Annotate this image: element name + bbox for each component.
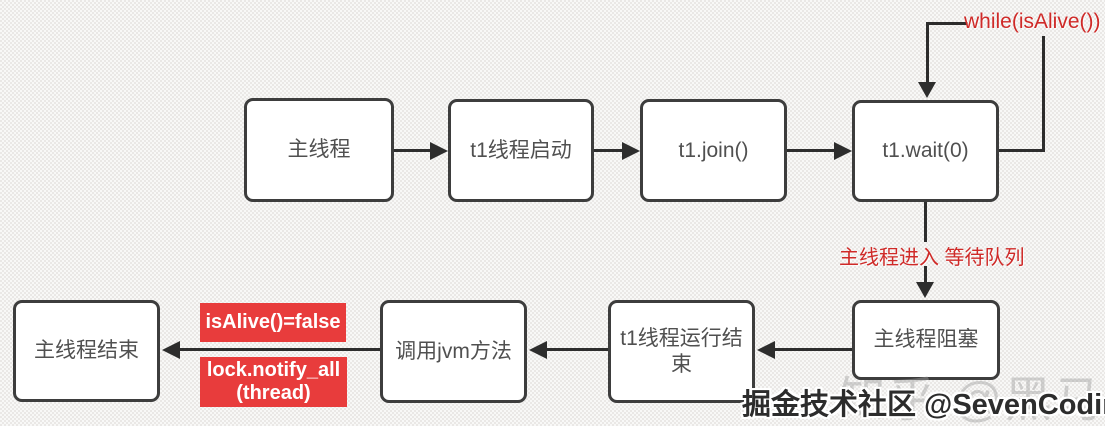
arrow-line-t1finished-to-jvm: [547, 348, 608, 351]
arrow-line-wait-to-blocked-upper: [924, 202, 927, 242]
loop-line-left: [926, 22, 929, 84]
node-main-thread-label: 主线程: [287, 138, 351, 161]
arrow-line-t1start-to-join: [594, 149, 624, 152]
arrow-line-wait-to-blocked-lower: [924, 266, 927, 283]
watermark-juejin-sevencoding: 掘金技术社区 @SevenCoding: [742, 389, 1105, 421]
watermark-zhihu: 知乎 @黑马程序员: [838, 374, 1105, 426]
arrowhead-down-icon: [918, 82, 936, 98]
arrowhead-right-icon: [430, 142, 448, 160]
node-t1-start: t1线程启动: [448, 99, 594, 202]
node-t1-wait-label: t1.wait(0): [882, 139, 969, 162]
loop-line-from-wait: [999, 149, 1045, 152]
node-call-jvm: 调用jvm方法: [380, 300, 527, 403]
arrow-line-blocked-to-t1finished: [775, 348, 852, 351]
badge-isalive-false-label: isAlive()=false: [205, 311, 341, 333]
node-main-end-label: 主线程结束: [34, 339, 139, 362]
loop-line-right: [1042, 36, 1045, 152]
arrowhead-down-icon: [916, 282, 934, 298]
loop-line-top: [926, 22, 968, 25]
badge-lock-notify-line2: (thread): [236, 382, 311, 404]
node-t1-join: t1.join(): [640, 99, 787, 202]
node-t1-start-label: t1线程启动: [470, 138, 572, 162]
enter-wait-queue-label: 主线程进入 等待队列: [839, 247, 1025, 269]
badge-lock-notify-line1: lock.notify_all: [206, 359, 341, 381]
arrowhead-right-icon: [834, 142, 852, 160]
loop-condition-label: while(isAlive()): [964, 10, 1101, 33]
badge-lock-notify-all: lock.notify_all (thread): [200, 357, 347, 407]
node-t1-join-label: t1.join(): [678, 138, 749, 162]
arrowhead-left-icon: [529, 341, 547, 359]
arrow-line-jvm-to-mainend: [180, 348, 380, 351]
arrow-line-join-to-wait: [787, 149, 836, 152]
node-t1-finished: t1线程运行结束: [608, 300, 755, 403]
arrowhead-right-icon: [622, 142, 640, 160]
node-call-jvm-label: 调用jvm方法: [395, 339, 512, 363]
node-t1-wait: t1.wait(0): [852, 100, 999, 202]
node-t1-finished-label: t1线程运行结束: [620, 326, 743, 376]
node-main-thread: 主线程: [244, 98, 394, 202]
arrow-line-main-to-t1start: [394, 149, 432, 152]
node-main-blocked-label: 主线程阻塞: [873, 328, 979, 351]
node-main-end: 主线程结束: [13, 300, 160, 402]
arrowhead-left-icon: [757, 341, 775, 359]
badge-isalive-false: isAlive()=false: [200, 303, 346, 342]
node-main-blocked: 主线程阻塞: [852, 300, 1000, 380]
arrowhead-left-icon: [162, 341, 180, 359]
